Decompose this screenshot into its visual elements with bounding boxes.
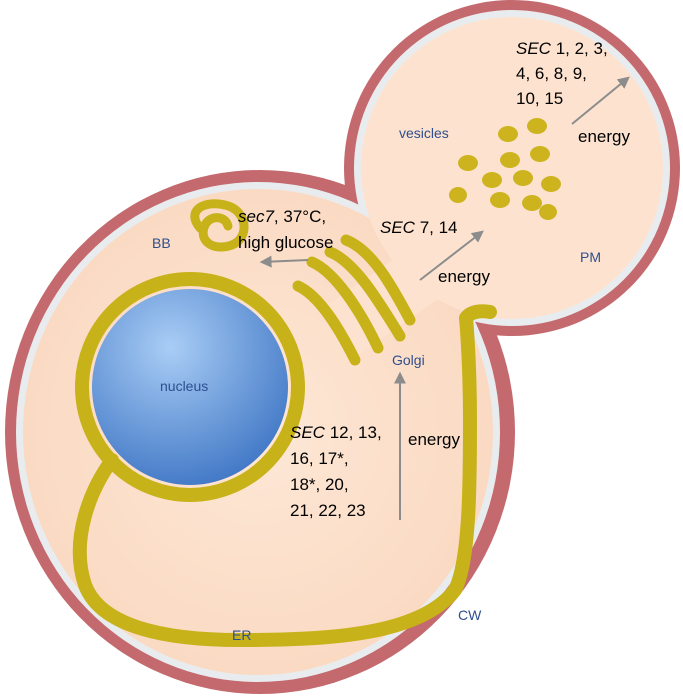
annotation-bud-energy: energy [578, 127, 630, 146]
golgi-apparatus [292, 234, 416, 366]
annotation-golgi-to-vesicle-sec: SEC 7, 14 [380, 218, 458, 237]
nucleus-label: nucleus [160, 378, 208, 394]
vesicle [527, 118, 547, 134]
svg-text:SEC 1, 2, 3,: SEC 1, 2, 3, [516, 39, 608, 58]
svg-text:18*, 20,: 18*, 20, [290, 475, 349, 494]
svg-text:SEC 7, 14: SEC 7, 14 [380, 218, 458, 237]
vesicle [498, 126, 518, 142]
vesicle [458, 155, 478, 171]
vesicle [513, 170, 533, 186]
pathway-arrows [259, 76, 630, 520]
vesicle-cluster [449, 118, 561, 220]
nuclear-envelope [75, 272, 305, 502]
vesicle [541, 176, 561, 192]
arrow-vesicles-to-pm [571, 76, 630, 125]
svg-text:sec7, 37°C,: sec7, 37°C, [238, 207, 326, 226]
vesicle [482, 172, 502, 188]
cw-label: CW [458, 607, 482, 623]
svg-text:21, 22, 23: 21, 22, 23 [290, 501, 366, 520]
arrow-golgi-to-vesicles [419, 230, 484, 281]
svg-text:10, 15: 10, 15 [516, 89, 563, 108]
vesicle [490, 192, 510, 208]
vesicles-label: vesicles [399, 125, 449, 141]
vesicle [530, 146, 550, 162]
annotation-er-sec: SEC 12, 13, 16, 17*, 18*, 20, 21, 22, 23 [290, 423, 382, 520]
annotation-sec7: sec7, 37°C, high glucose [238, 207, 333, 252]
arrow-golgi-to-bb [259, 255, 309, 268]
golgi-label: Golgi [392, 352, 425, 368]
vesicle [539, 204, 557, 220]
vesicle [522, 195, 542, 211]
svg-text:16, 17*,: 16, 17*, [290, 449, 349, 468]
bud-body-structure [190, 199, 249, 252]
bb-label: BB [152, 235, 171, 251]
annotation-golgi-to-vesicle-energy: energy [438, 267, 490, 286]
svg-text:4, 6, 8, 9,: 4, 6, 8, 9, [516, 64, 587, 83]
nucleus: nucleus [92, 289, 288, 485]
vesicle [500, 152, 520, 168]
svg-text:SEC 12, 13,: SEC 12, 13, [290, 423, 382, 442]
er-membrane [72, 304, 497, 647]
annotation-bud-sec: SEC 1, 2, 3, 4, 6, 8, 9, 10, 15 [516, 39, 608, 108]
vesicle [449, 187, 467, 203]
er-label: ER [232, 627, 251, 643]
pm-label: PM [580, 249, 601, 265]
svg-text:high glucose: high glucose [238, 233, 333, 252]
annotation-er-energy: energy [408, 430, 460, 449]
